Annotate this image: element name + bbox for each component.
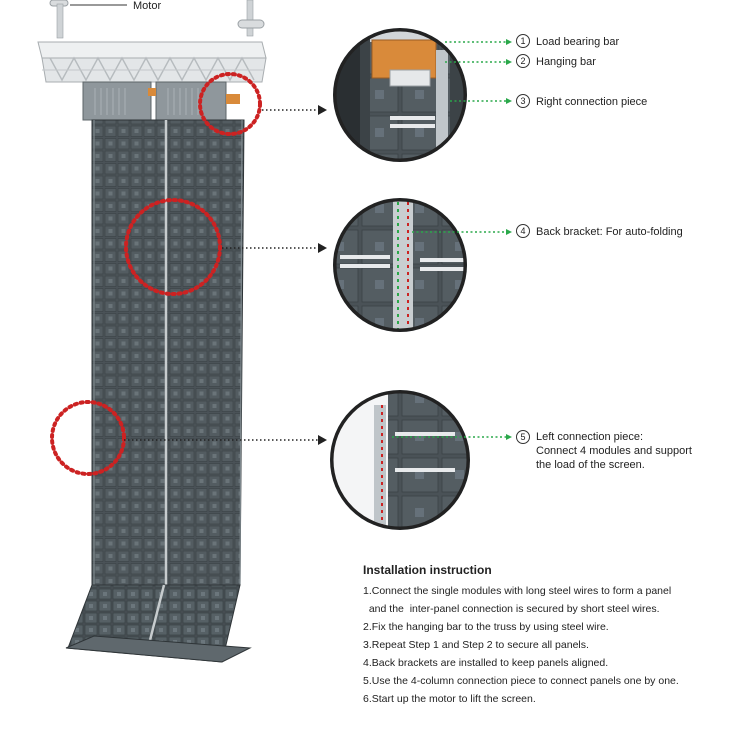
callout-text: Load bearing bar xyxy=(536,36,620,48)
instruction-step: 1.Connect the single modules with long s… xyxy=(363,585,672,597)
callout-number: 5 xyxy=(516,430,530,444)
led-panel-base xyxy=(65,584,252,663)
callout-right-connection-piece: 3 Right connection piece xyxy=(516,94,648,109)
instruction-step: 2.Fix the hanging bar to the truss by us… xyxy=(363,621,609,633)
callout-left-connection-piece: 5 Left connection piece: Connect 4 modul… xyxy=(516,430,736,472)
zoom-detail-middle xyxy=(333,198,467,332)
callout-arrows xyxy=(506,39,512,440)
callout-text: Hanging bar xyxy=(536,56,596,68)
motor-hoist-right xyxy=(237,0,265,37)
zoom-detail-top xyxy=(333,28,467,162)
callout-back-bracket: 4 Back bracket: For auto-folding xyxy=(516,224,683,239)
installation-instructions: Installation instruction 1.Connect the s… xyxy=(363,563,743,708)
zoom-leader-arrows xyxy=(318,105,327,445)
callout-text: Left connection piece: Connect 4 modules… xyxy=(536,431,692,471)
instruction-step: 6.Start up the motor to lift the screen. xyxy=(363,693,536,705)
highlight-ring-top xyxy=(198,72,262,136)
instruction-step: 3.Repeat Step 1 and Step 2 to secure all… xyxy=(363,639,589,651)
instruction-step: 5.Use the 4-column connection piece to c… xyxy=(363,675,679,687)
callout-number: 2 xyxy=(516,54,530,69)
motor-hoist-left xyxy=(49,0,69,39)
highlight-ring-bottom xyxy=(50,400,126,476)
zoom-leaders xyxy=(124,109,318,441)
callout-number: 1 xyxy=(516,34,530,49)
zoom-detail-bottom xyxy=(330,390,470,530)
led-panel-column xyxy=(91,119,245,586)
callout-number: 4 xyxy=(516,224,530,239)
hanging-bar-boxes xyxy=(82,81,240,121)
instructions-list: 1.Connect the single modules with long s… xyxy=(363,582,743,708)
instructions-title: Installation instruction xyxy=(363,563,492,577)
instruction-step: 4.Back brackets are installed to keep pa… xyxy=(363,657,609,669)
motor-label: Motor xyxy=(133,0,162,12)
callout-number: 3 xyxy=(516,94,530,109)
callout-leaders xyxy=(392,41,508,438)
callout-text: Back bracket: For auto-folding xyxy=(536,226,683,238)
callout-text: Right connection piece xyxy=(536,96,648,108)
highlight-ring-middle xyxy=(124,198,222,296)
load-bearing-truss xyxy=(37,41,267,83)
callout-hanging-bar: 2 Hanging bar xyxy=(516,54,596,69)
callout-load-bearing-bar: 1 Load bearing bar xyxy=(516,34,620,49)
instruction-step: and the inter-panel connection is secure… xyxy=(363,603,660,615)
